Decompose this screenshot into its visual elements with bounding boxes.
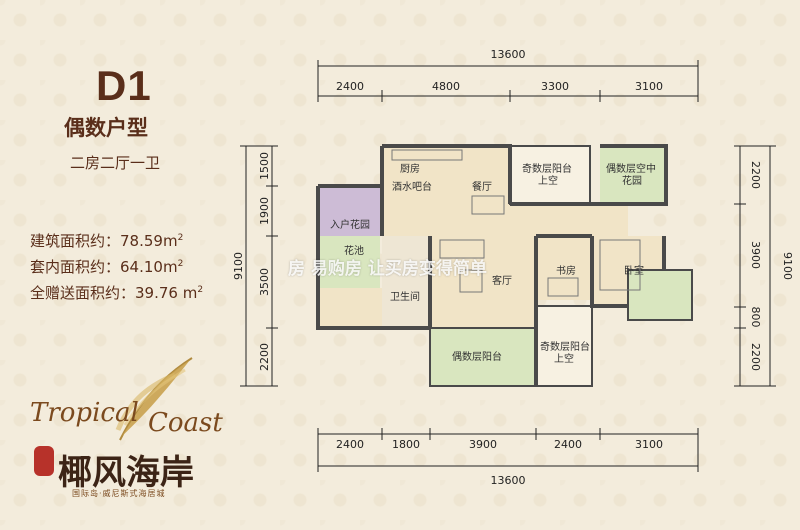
label-study: 书房: [556, 264, 576, 277]
label-bathroom: 卫生间: [390, 290, 420, 303]
label-bedroom: 卧室: [624, 264, 644, 277]
floor-areas: [318, 146, 692, 386]
left-dimension-lines: [240, 145, 278, 387]
label-even-balcony: 偶数层阳台: [452, 350, 502, 363]
dim-right-1: 2200: [749, 161, 762, 189]
dim-bottom-3: 3900: [469, 438, 497, 451]
area-interior: 套内面积约：64.10m2: [30, 258, 184, 276]
dim-left-total: 9100: [232, 252, 245, 280]
hall-floor: [510, 204, 628, 236]
dim-bottom-1: 2400: [336, 438, 364, 451]
info-panel: D1 偶数户型 二房二厅一卫 建筑面积约：78.59m2 套内面积约：64.10…: [0, 0, 300, 530]
dim-left-3: 3500: [258, 268, 271, 296]
dim-top-3: 3300: [541, 80, 569, 93]
dim-top-total: 13600: [491, 48, 526, 61]
railings: [429, 145, 693, 387]
kitchen-floor: [382, 146, 510, 236]
even-garden-floor: [600, 146, 666, 204]
dim-left-1: 1500: [258, 152, 271, 180]
unit-type: 偶数户型: [64, 116, 148, 140]
dim-top-4: 3100: [635, 80, 663, 93]
dim-left-2: 1900: [258, 197, 271, 225]
planter-floor: [318, 236, 380, 288]
bath-left-floor: [318, 288, 382, 328]
odd-balcony-bottom-floor: [536, 306, 592, 386]
label-even-garden-1: 偶数层空中: [606, 162, 656, 175]
dim-bottom-4: 2400: [554, 438, 582, 451]
watermark: 房 易购房 让买房变得简单: [288, 259, 487, 279]
brand-subtitle: 国际岛·威尼斯式海居城: [72, 489, 166, 498]
bedroom-bay-floor: [628, 270, 692, 320]
bathroom-floor: [382, 236, 430, 328]
label-kitchen: 厨房: [400, 162, 420, 175]
palm-leaf-logo: [115, 357, 193, 441]
dim-top-2: 4800: [432, 80, 460, 93]
label-odd-balcony-top-2: 上空: [538, 174, 558, 187]
study-floor: [536, 236, 592, 300]
top-dimension-lines: [317, 60, 699, 102]
dim-right-2: 3900: [749, 241, 762, 269]
right-dimension-lines: [734, 145, 776, 387]
brand-english-left: Tropical: [30, 398, 139, 428]
area-building: 建筑面积约：78.59m2: [30, 232, 184, 250]
dim-bottom-2: 1800: [392, 438, 420, 451]
dim-top-1: 2400: [336, 80, 364, 93]
furniture: [391, 149, 641, 297]
brand-chinese: 椰风海岸: [58, 453, 194, 493]
label-planter: 花池: [344, 244, 364, 257]
label-entry-garden: 入户花园: [330, 218, 370, 231]
dim-left-4: 2200: [258, 343, 271, 371]
dim-right-3: 800: [749, 307, 762, 328]
unit-code: D1: [96, 62, 152, 109]
area-gift: 全赠送面积约：39.76 m2: [30, 284, 204, 302]
dim-right-4: 2200: [749, 343, 762, 371]
odd-balcony-top-floor: [510, 146, 590, 204]
entry-garden-floor: [318, 186, 380, 236]
label-odd-balcony-top: 奇数层阳台: [522, 162, 572, 175]
unit-layout: 二房二厅一卫: [70, 154, 161, 172]
label-odd-balcony-bottom-2: 上空: [554, 352, 574, 365]
brand-seal-icon: [34, 446, 54, 476]
label-odd-balcony-bottom: 奇数层阳台: [540, 340, 590, 353]
brand-english-right: Coast: [148, 408, 223, 438]
even-balcony-floor: [430, 328, 536, 386]
bottom-dimension-lines: [317, 428, 699, 472]
label-dining: 餐厅: [472, 180, 492, 193]
dim-bottom-total: 13600: [491, 474, 526, 487]
label-even-garden-2: 花园: [622, 174, 642, 187]
label-bar: 酒水吧台: [392, 180, 432, 193]
dim-bottom-5: 3100: [635, 438, 663, 451]
label-living: 客厅: [492, 274, 512, 287]
dim-right-total: 9100: [781, 252, 794, 280]
